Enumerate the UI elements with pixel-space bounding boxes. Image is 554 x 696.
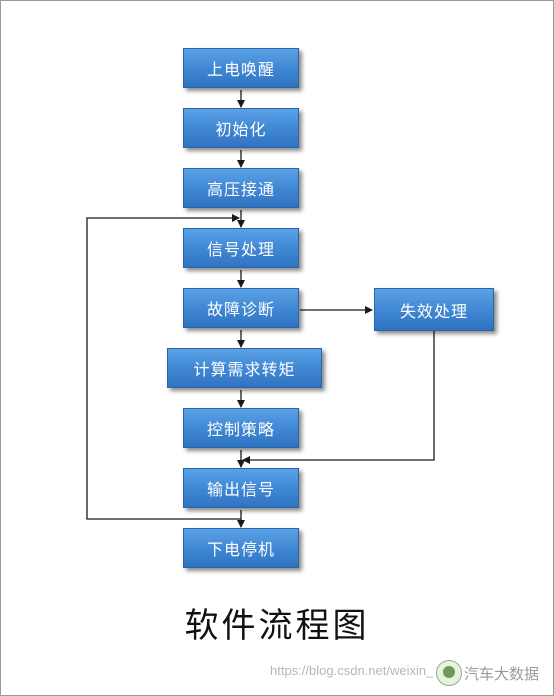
step-power-down: 下电停机	[183, 528, 299, 568]
step-initialize: 初始化	[183, 108, 299, 148]
watermark-url: https://blog.csdn.net/weixin_	[270, 663, 434, 678]
edge-loop-back	[86, 214, 241, 520]
step-hv-connect: 高压接通	[183, 168, 299, 208]
step-failure-handling: 失效处理	[374, 288, 494, 331]
step-torque-demand: 计算需求转矩	[167, 348, 322, 388]
step-power-wake: 上电唤醒	[183, 48, 299, 88]
step-output-signal: 输出信号	[183, 468, 299, 508]
step-fault-diagnosis: 故障诊断	[183, 288, 299, 328]
diagram-caption: 软件流程图	[184, 606, 370, 646]
step-control-strategy: 控制策略	[183, 408, 299, 448]
watermark-brand: 汽车大数据	[464, 665, 540, 683]
wechat-logo-icon	[436, 660, 462, 686]
edge-failure-output	[242, 331, 435, 464]
step-signal-processing: 信号处理	[183, 228, 299, 268]
